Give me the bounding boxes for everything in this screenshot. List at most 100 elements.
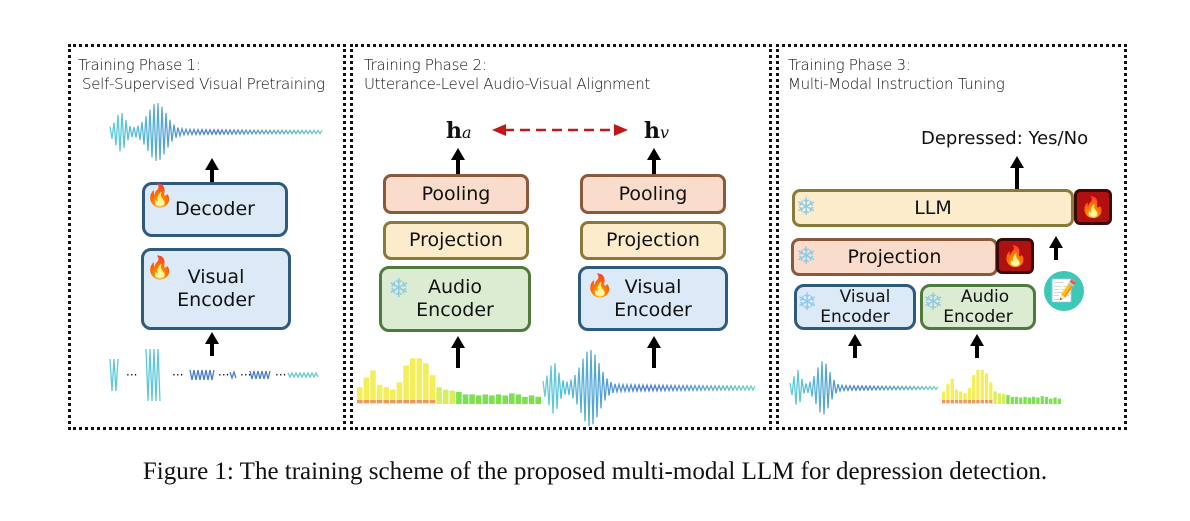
- alignment-arrowhead-right: [614, 124, 628, 136]
- spectrogram-base: [980, 400, 984, 403]
- phase3-title: Training Phase 3: Multi-Modal Instructio…: [788, 56, 1005, 94]
- spectrogram-bar: [396, 382, 403, 404]
- spectrogram-base: [429, 400, 436, 403]
- spectrogram-bar: [954, 389, 959, 404]
- phase2-title-line2: Utterance-Level Audio-Visual Alignment: [364, 75, 651, 93]
- snowflake-icon: ❄: [796, 193, 817, 221]
- waveform-segment: [287, 371, 319, 379]
- phase2-title: Training Phase 2: Utterance-Level Audio-…: [364, 56, 650, 94]
- phase2-audio-encoder-box: Audio Encoder: [379, 266, 531, 332]
- audio-embedding-sub: a: [462, 123, 472, 142]
- spectrogram-bar: [967, 387, 971, 404]
- phase2-audio-projection-box: Projection: [383, 221, 529, 260]
- spectrogram-bar: [972, 375, 976, 404]
- phase2-audio-pooling-box: Pooling: [383, 174, 529, 214]
- spectrogram-base: [383, 400, 389, 403]
- spectrogram-base: [416, 400, 423, 403]
- waveform-segment: [145, 348, 161, 402]
- spectrogram-bar: [442, 389, 449, 404]
- phase3-llm-box: LLM: [792, 189, 1074, 227]
- spectrogram-bar: [509, 393, 515, 404]
- spectrogram-bar: [984, 373, 989, 404]
- waveform-segment: [229, 369, 237, 381]
- spectrogram-base: [963, 400, 967, 403]
- phase1-masked-input-waveform: ···············: [109, 348, 319, 402]
- spectrogram-bar: [950, 378, 954, 404]
- spectrogram-base: [409, 400, 416, 403]
- spectrogram-base: [946, 400, 950, 403]
- spectrogram-bar: [942, 391, 946, 404]
- phase1-visual-encoder-label1: Visual: [187, 266, 245, 288]
- spectrogram-base: [376, 400, 383, 403]
- phase2-audio-projection-label: Projection: [409, 229, 503, 251]
- spectrogram-bar: [1023, 396, 1027, 404]
- instruction-document-icon: 📝: [1044, 271, 1084, 311]
- phase1-panel: [68, 44, 346, 430]
- spectrogram-bar: [980, 369, 984, 404]
- phase2-visual-encoder-box: Visual Encoder: [578, 266, 728, 331]
- spectrogram-bar: [528, 395, 535, 404]
- alignment-arrowhead-left: [492, 124, 506, 136]
- spectrogram-bar: [1010, 396, 1014, 404]
- spectrogram-bar: [502, 395, 508, 404]
- phase3-audio-encoder-box: Audio Encoder: [920, 284, 1036, 330]
- waveform-segment: [249, 370, 271, 380]
- spectrogram-bar: [390, 389, 396, 404]
- spectrogram-bar: [423, 363, 429, 404]
- spectrogram-base: [942, 400, 946, 403]
- phase3-visual-encoder-label2: Encoder: [820, 307, 890, 327]
- phase1-decoder-label: Decoder: [175, 198, 255, 220]
- spectrogram-bar: [997, 393, 1001, 404]
- waveform-path: [542, 350, 756, 426]
- phase2-visual-projection-box: Projection: [580, 221, 726, 260]
- spectrogram-bar: [482, 394, 489, 404]
- phase3-visual-encoder-box: Visual Encoder: [794, 284, 916, 330]
- fire-icon: 🔥: [1080, 195, 1106, 219]
- fire-icon: 🔥: [1002, 244, 1028, 268]
- spectrogram-base: [989, 400, 993, 403]
- phase3-llm-label: LLM: [914, 196, 952, 219]
- spectrogram-bar: [429, 375, 436, 404]
- phase2-title-line1: Training Phase 2:: [364, 56, 487, 74]
- spectrogram-base: [370, 400, 376, 403]
- spectrogram-bar: [1044, 396, 1049, 404]
- phase3-title-line2: Multi-Modal Instruction Tuning: [788, 75, 1005, 93]
- phase3-panel: [776, 44, 1127, 430]
- snowflake-icon: ❄: [923, 288, 944, 316]
- phase2-panel: [350, 44, 772, 430]
- waveform-segment: [109, 358, 119, 392]
- phase3-visual-encoder-label1: Visual: [839, 287, 891, 307]
- ellipsis: ···: [172, 368, 183, 382]
- spectrogram-bar: [383, 387, 389, 404]
- spectrogram-bar: [363, 377, 370, 404]
- spectrogram-base: [396, 400, 403, 403]
- phase2-visual-pooling-box: Pooling: [580, 174, 726, 214]
- phase2-audio-encoder-label1: Audio: [427, 276, 482, 298]
- spectrogram-base: [976, 400, 980, 403]
- audio-embedding-symbol: ha: [446, 118, 472, 144]
- spectrogram-bar: [449, 390, 456, 404]
- phase1-decoder-box: Decoder: [142, 182, 288, 237]
- visual-embedding-h: h: [644, 118, 660, 144]
- phase1-output-waveform: [109, 103, 323, 161]
- spectrogram-bar: [1014, 396, 1019, 404]
- phase2-visual-projection-label: Projection: [606, 229, 700, 251]
- spectrogram-bar: [1032, 396, 1036, 404]
- spectrogram-bar: [946, 384, 950, 404]
- spectrogram-bar: [1040, 396, 1044, 404]
- visual-embedding-symbol: hv: [644, 118, 669, 144]
- spectrogram-bar: [489, 395, 495, 404]
- ellipsis: ···: [240, 368, 251, 382]
- spectrogram-bar: [535, 396, 541, 404]
- phase3-audio-encoder-label1: Audio: [960, 287, 1010, 307]
- spectrogram-bar: [993, 391, 997, 404]
- phase1-title-line1: Training Phase 1:: [78, 56, 201, 74]
- spectrogram-bar: [409, 358, 416, 404]
- phase2-visual-encoder-label2: Encoder: [614, 298, 692, 321]
- phase3-output-label: Depressed: Yes/No: [921, 128, 1089, 149]
- alignment-arrow: [492, 124, 628, 136]
- phase2-audio-encoder-label2: Encoder: [416, 299, 494, 321]
- spectrogram-bar: [1019, 397, 1023, 404]
- phase3-projection-label: Projection: [847, 245, 942, 268]
- spectrogram-bar: [1027, 397, 1031, 404]
